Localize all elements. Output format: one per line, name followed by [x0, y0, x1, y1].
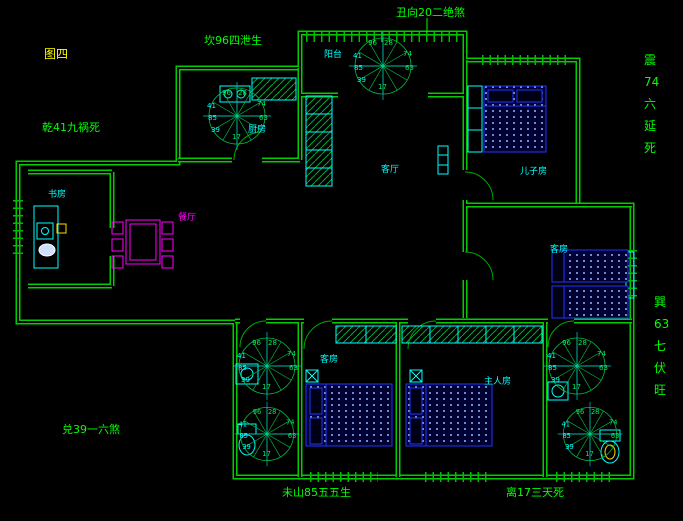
room-label-dining: 餐厅: [178, 211, 196, 223]
compass-number: 39: [551, 376, 560, 384]
study-desk: [33, 205, 67, 269]
annotation-xun-char: 伏: [654, 361, 666, 375]
compass-number: 63: [289, 364, 298, 372]
door-arcs: [233, 131, 575, 350]
compass-number: 39: [241, 376, 250, 384]
compass-number: 85: [238, 364, 247, 372]
guest-room-bed: [305, 383, 393, 447]
compass-number: 41: [562, 420, 570, 428]
annotation-xun-char: 七: [654, 339, 666, 353]
room-label-master: 主人房: [484, 375, 511, 387]
compass-number: 28: [238, 89, 247, 97]
compass-rose-bath1-upper: 96 28 41 74 85 63 39 17: [232, 331, 302, 401]
floor-drain-marks: [305, 369, 423, 383]
compass-number: 85: [208, 114, 217, 122]
compass-number: 96: [252, 339, 261, 347]
compass-number: 74: [403, 50, 412, 58]
annotation-wei: 未山85五五生: [282, 485, 351, 499]
compass-number: 96: [253, 408, 261, 416]
tv-cabinet: [437, 145, 449, 175]
son-room-bed: [467, 85, 547, 153]
compass-number: 41: [237, 352, 246, 360]
compass-rose-bath2-lower: 96 28 41 74 85 63 39 17: [557, 401, 623, 467]
compass-number: 17: [232, 133, 241, 141]
annotation-zhen-char: 震: [644, 53, 656, 67]
compass-number: 74: [286, 419, 294, 427]
annotation-top: 丑向20二绝煞: [396, 5, 465, 19]
figure-label: 图四: [44, 47, 68, 61]
compass-number: 28: [268, 408, 276, 416]
annotation-xun: 巽 63 七 伏 旺: [654, 295, 669, 397]
compass-number: 28: [268, 339, 277, 347]
room-label-guest-bottom: 客房: [320, 353, 338, 365]
compass-number: 17: [262, 383, 271, 391]
compass-number: 41: [239, 420, 247, 428]
guest-wardrobe: [335, 325, 397, 344]
room-label-son: 儿子房: [520, 165, 547, 177]
compass-number: 41: [353, 52, 362, 60]
bathroom1-fixtures: [235, 363, 259, 456]
compass-rose-balcony: 96 28 41 74 85 63 39 17: [348, 31, 418, 101]
annotation-zhen: 震 74 六 延 死: [644, 53, 659, 155]
annotation-xun-char: 旺: [654, 383, 666, 397]
compass-number: 28: [384, 39, 393, 47]
walls: [15, 30, 635, 480]
compass-number: 39: [211, 126, 220, 134]
compass-number: 74: [257, 100, 266, 108]
compass-number: 17: [572, 383, 581, 391]
compass-number: 41: [547, 352, 556, 360]
compass-number: 85: [354, 64, 363, 72]
annotation-xun-char: 63: [654, 317, 669, 331]
dining-set: [111, 219, 174, 269]
kitchen-counter: [219, 77, 297, 103]
bunk-beds: [551, 249, 629, 319]
annotation-qian: 乾41九祸死: [42, 120, 100, 134]
compass-number: 17: [378, 83, 387, 91]
compass-rose-kitchen: 96 28 41 74 85 63 39 17: [202, 81, 272, 151]
compass-number: 74: [609, 419, 617, 427]
compass-number: 17: [262, 450, 270, 458]
annotation-zhen-char: 死: [644, 141, 656, 155]
compass-number: 74: [287, 350, 296, 358]
annotation-kan: 坎96四泄生: [204, 33, 262, 47]
annotation-zhen-char: 六: [644, 97, 656, 111]
compass-number: 28: [578, 339, 587, 347]
compass-number: 85: [239, 432, 247, 440]
compass-number: 63: [405, 64, 414, 72]
room-label-guest-right: 客房: [550, 243, 568, 255]
compass-number: 63: [259, 114, 268, 122]
compass-number: 96: [368, 39, 377, 47]
compass-number: 96: [576, 408, 584, 416]
room-label-balcony: 阳台: [324, 48, 342, 60]
annotation-xun-char: 巽: [654, 295, 666, 309]
bathroom2-fixtures: [547, 381, 621, 464]
compass-number: 63: [288, 432, 296, 440]
compass-rose-bath1-lower: 96 28 41 74 85 63 39 17: [234, 401, 300, 467]
room-label-kitchen: 厨房: [248, 123, 266, 135]
compass-number: 85: [562, 432, 570, 440]
compass-number: 17: [585, 450, 593, 458]
compass-number: 63: [611, 432, 619, 440]
compass-number: 96: [562, 339, 571, 347]
compass-number: 63: [599, 364, 608, 372]
room-label-study: 书房: [48, 188, 66, 200]
compass-rose-bath2-upper: 96 28 41 74 85 63 39 17: [542, 331, 612, 401]
compass-number: 39: [565, 443, 573, 451]
compass-number: 41: [207, 102, 216, 110]
annotation-zhen-char: 74: [644, 75, 659, 89]
master-bed: [405, 383, 493, 447]
annotation-zhen-char: 延: [644, 119, 656, 133]
annotation-li: 离17三天死: [506, 485, 564, 499]
compass-number: 28: [591, 408, 599, 416]
compass-number: 85: [548, 364, 557, 372]
room-label-living: 客厅: [381, 163, 399, 175]
master-wardrobe: [401, 325, 543, 344]
plant-boxes: [305, 95, 333, 187]
annotation-dui: 兑39一六煞: [62, 422, 120, 436]
compass-number: 96: [222, 89, 231, 97]
compass-number: 39: [357, 76, 366, 84]
compass-number: 74: [597, 350, 606, 358]
compass-number: 39: [242, 443, 250, 451]
